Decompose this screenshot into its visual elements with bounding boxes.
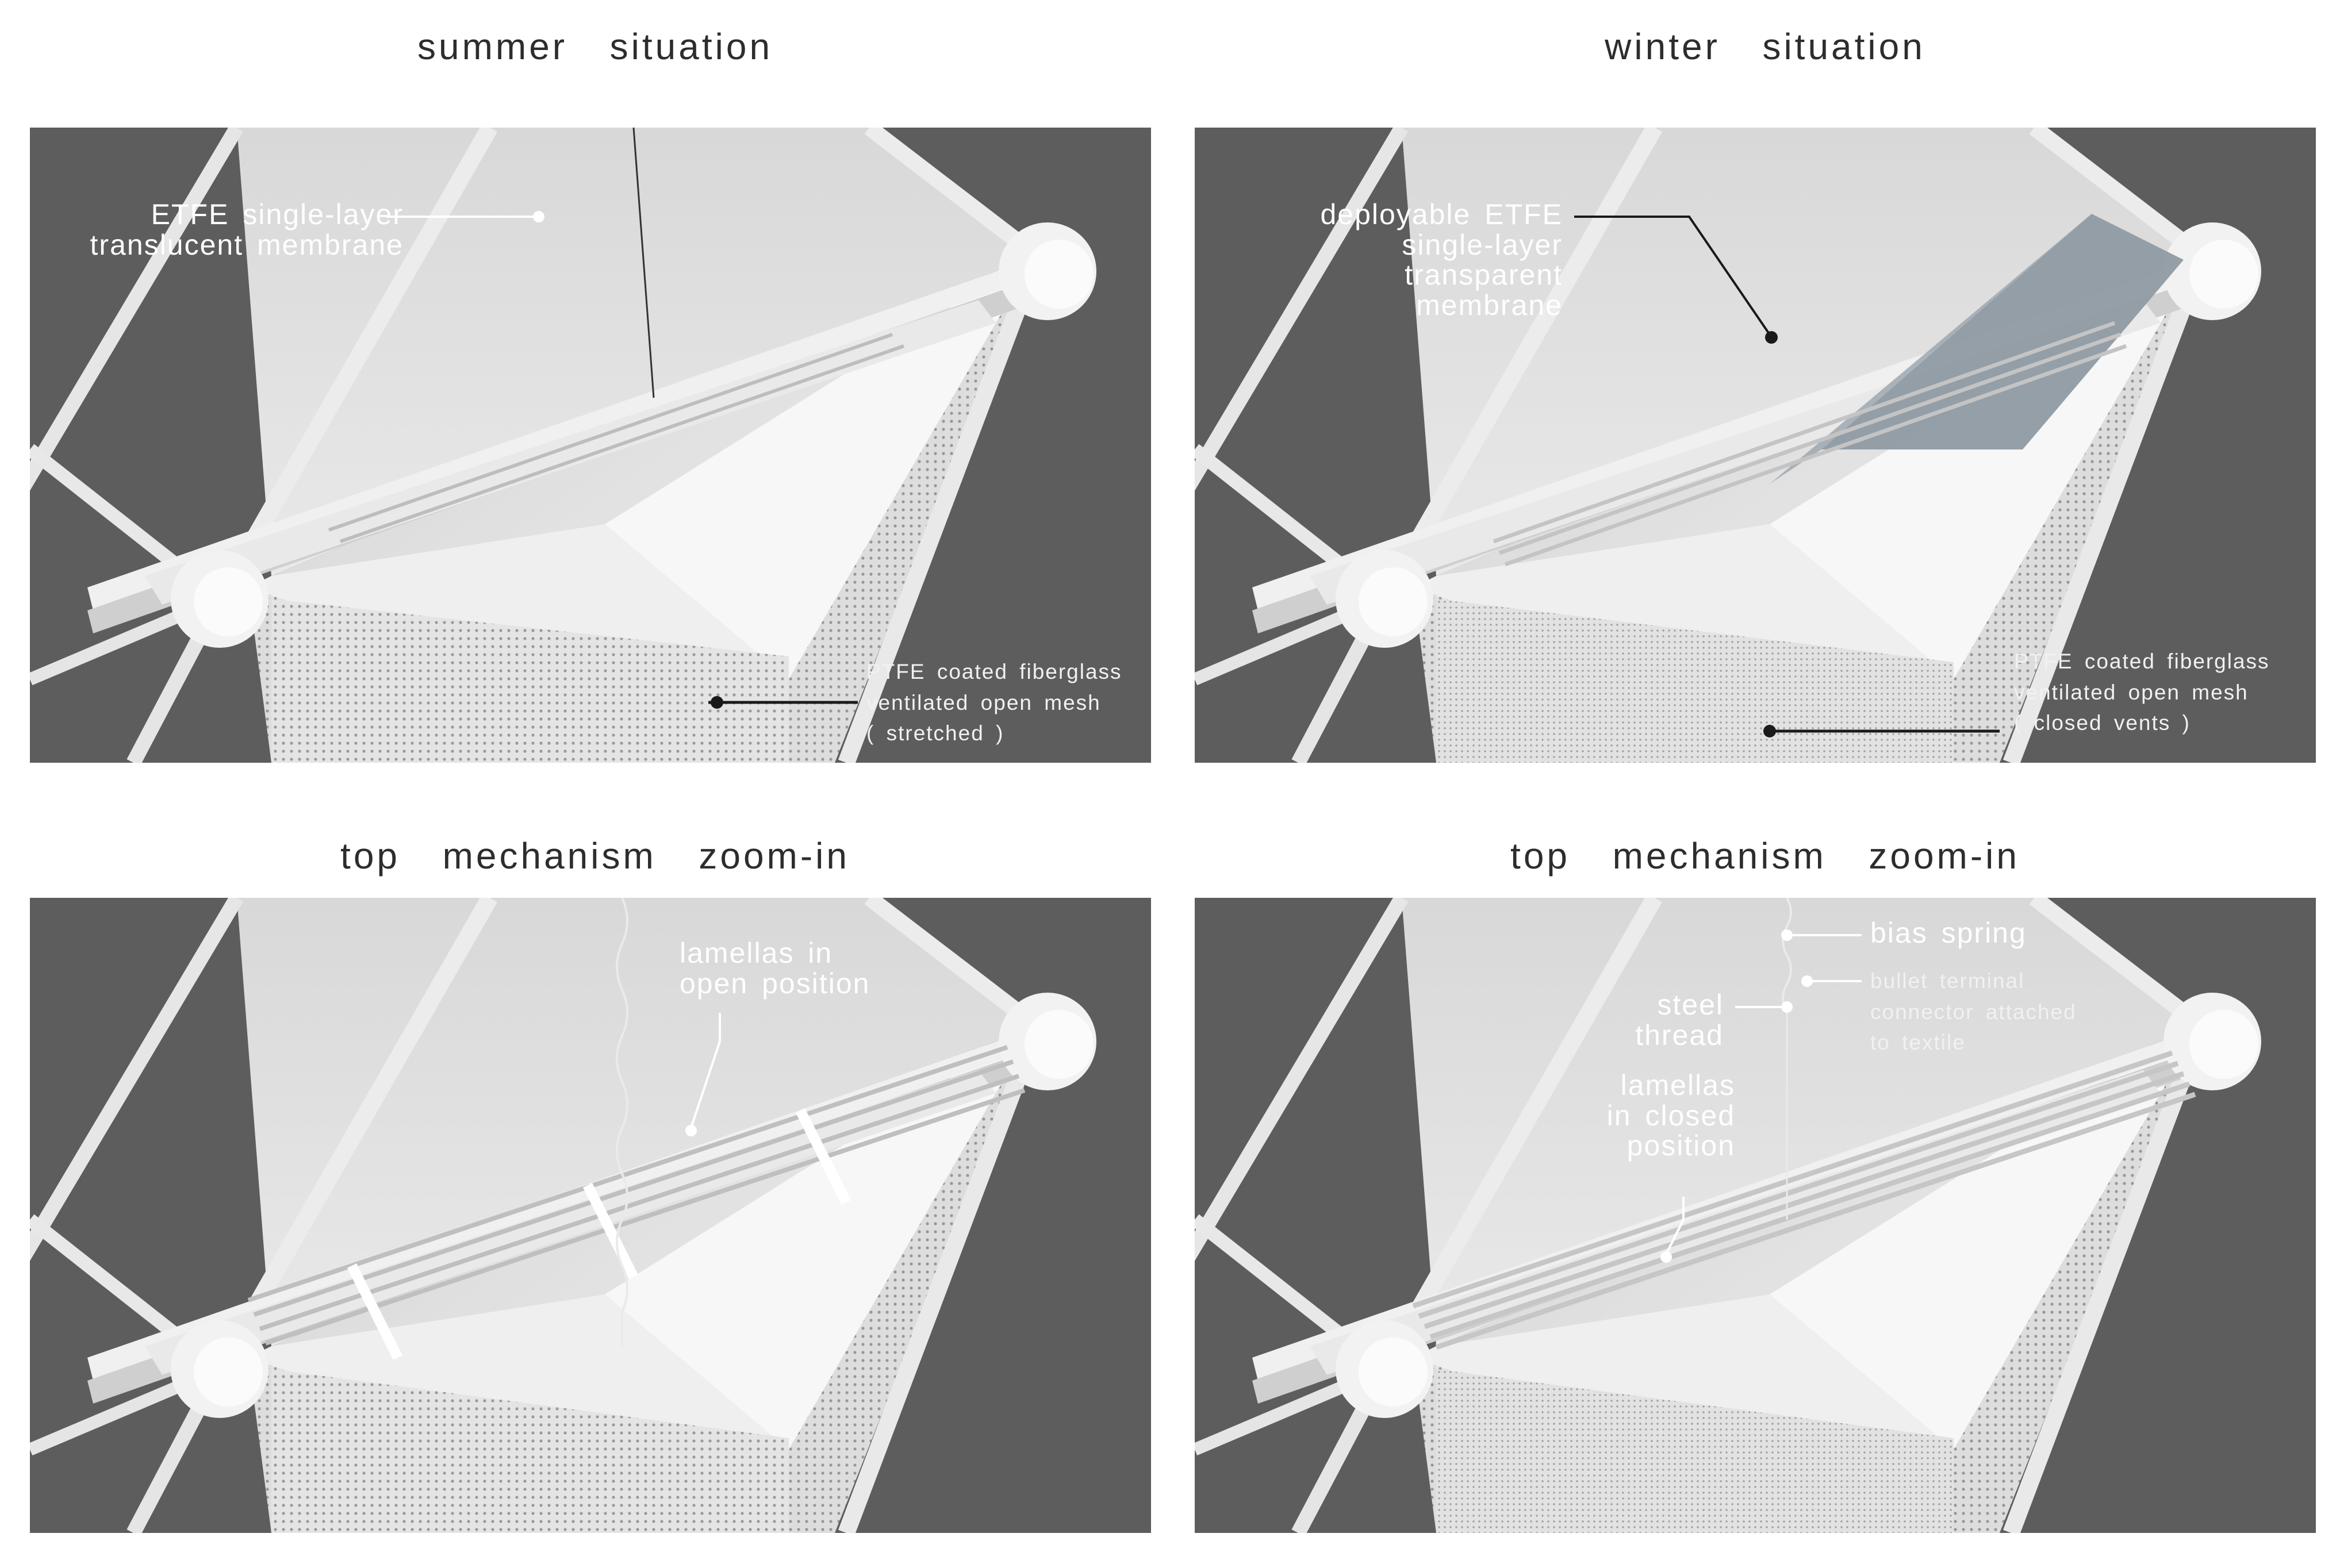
label-bias-spring: bias spring xyxy=(1870,917,2027,949)
heading-winter-situation: winter situation xyxy=(1605,26,1925,67)
label-bullet-terminal-connector: bullet terminal connector attached to te… xyxy=(1870,969,2077,1055)
heading-summer-situation: summer situation xyxy=(417,26,773,67)
panel-winter-situation: deployable ETFE single-layer transparent… xyxy=(1195,128,2316,763)
panel-zoom-in-open: lamellas in open position xyxy=(30,898,1151,1533)
label-lamellas-closed-position: lamellas in closed position xyxy=(1606,1069,1735,1162)
heading-top-mechanism-left: top mechanism zoom-in xyxy=(340,835,850,877)
panel-zoom-in-closed: bias spring bullet terminal connector at… xyxy=(1195,898,2316,1533)
label-steel-thread: steel thread xyxy=(1635,989,1724,1051)
label-lamellas-open-position: lamellas in open position xyxy=(680,937,870,1000)
label-ptfe-stretched: PTFE coated fiberglass ventilated open m… xyxy=(866,660,1122,745)
label-ptfe-closed-vents: PTFE coated fiberglass ventilated open m… xyxy=(2014,650,2270,735)
label-etfe-translucent-membrane: ETFE single-layer translucent membrane xyxy=(90,198,404,261)
panel-summer-situation: ETFE single-layer translucent membrane P… xyxy=(30,128,1151,763)
label-deployable-etfe-membrane: deployable ETFE single-layer transparent… xyxy=(1320,198,1563,321)
heading-top-mechanism-right: top mechanism zoom-in xyxy=(1510,835,2020,877)
